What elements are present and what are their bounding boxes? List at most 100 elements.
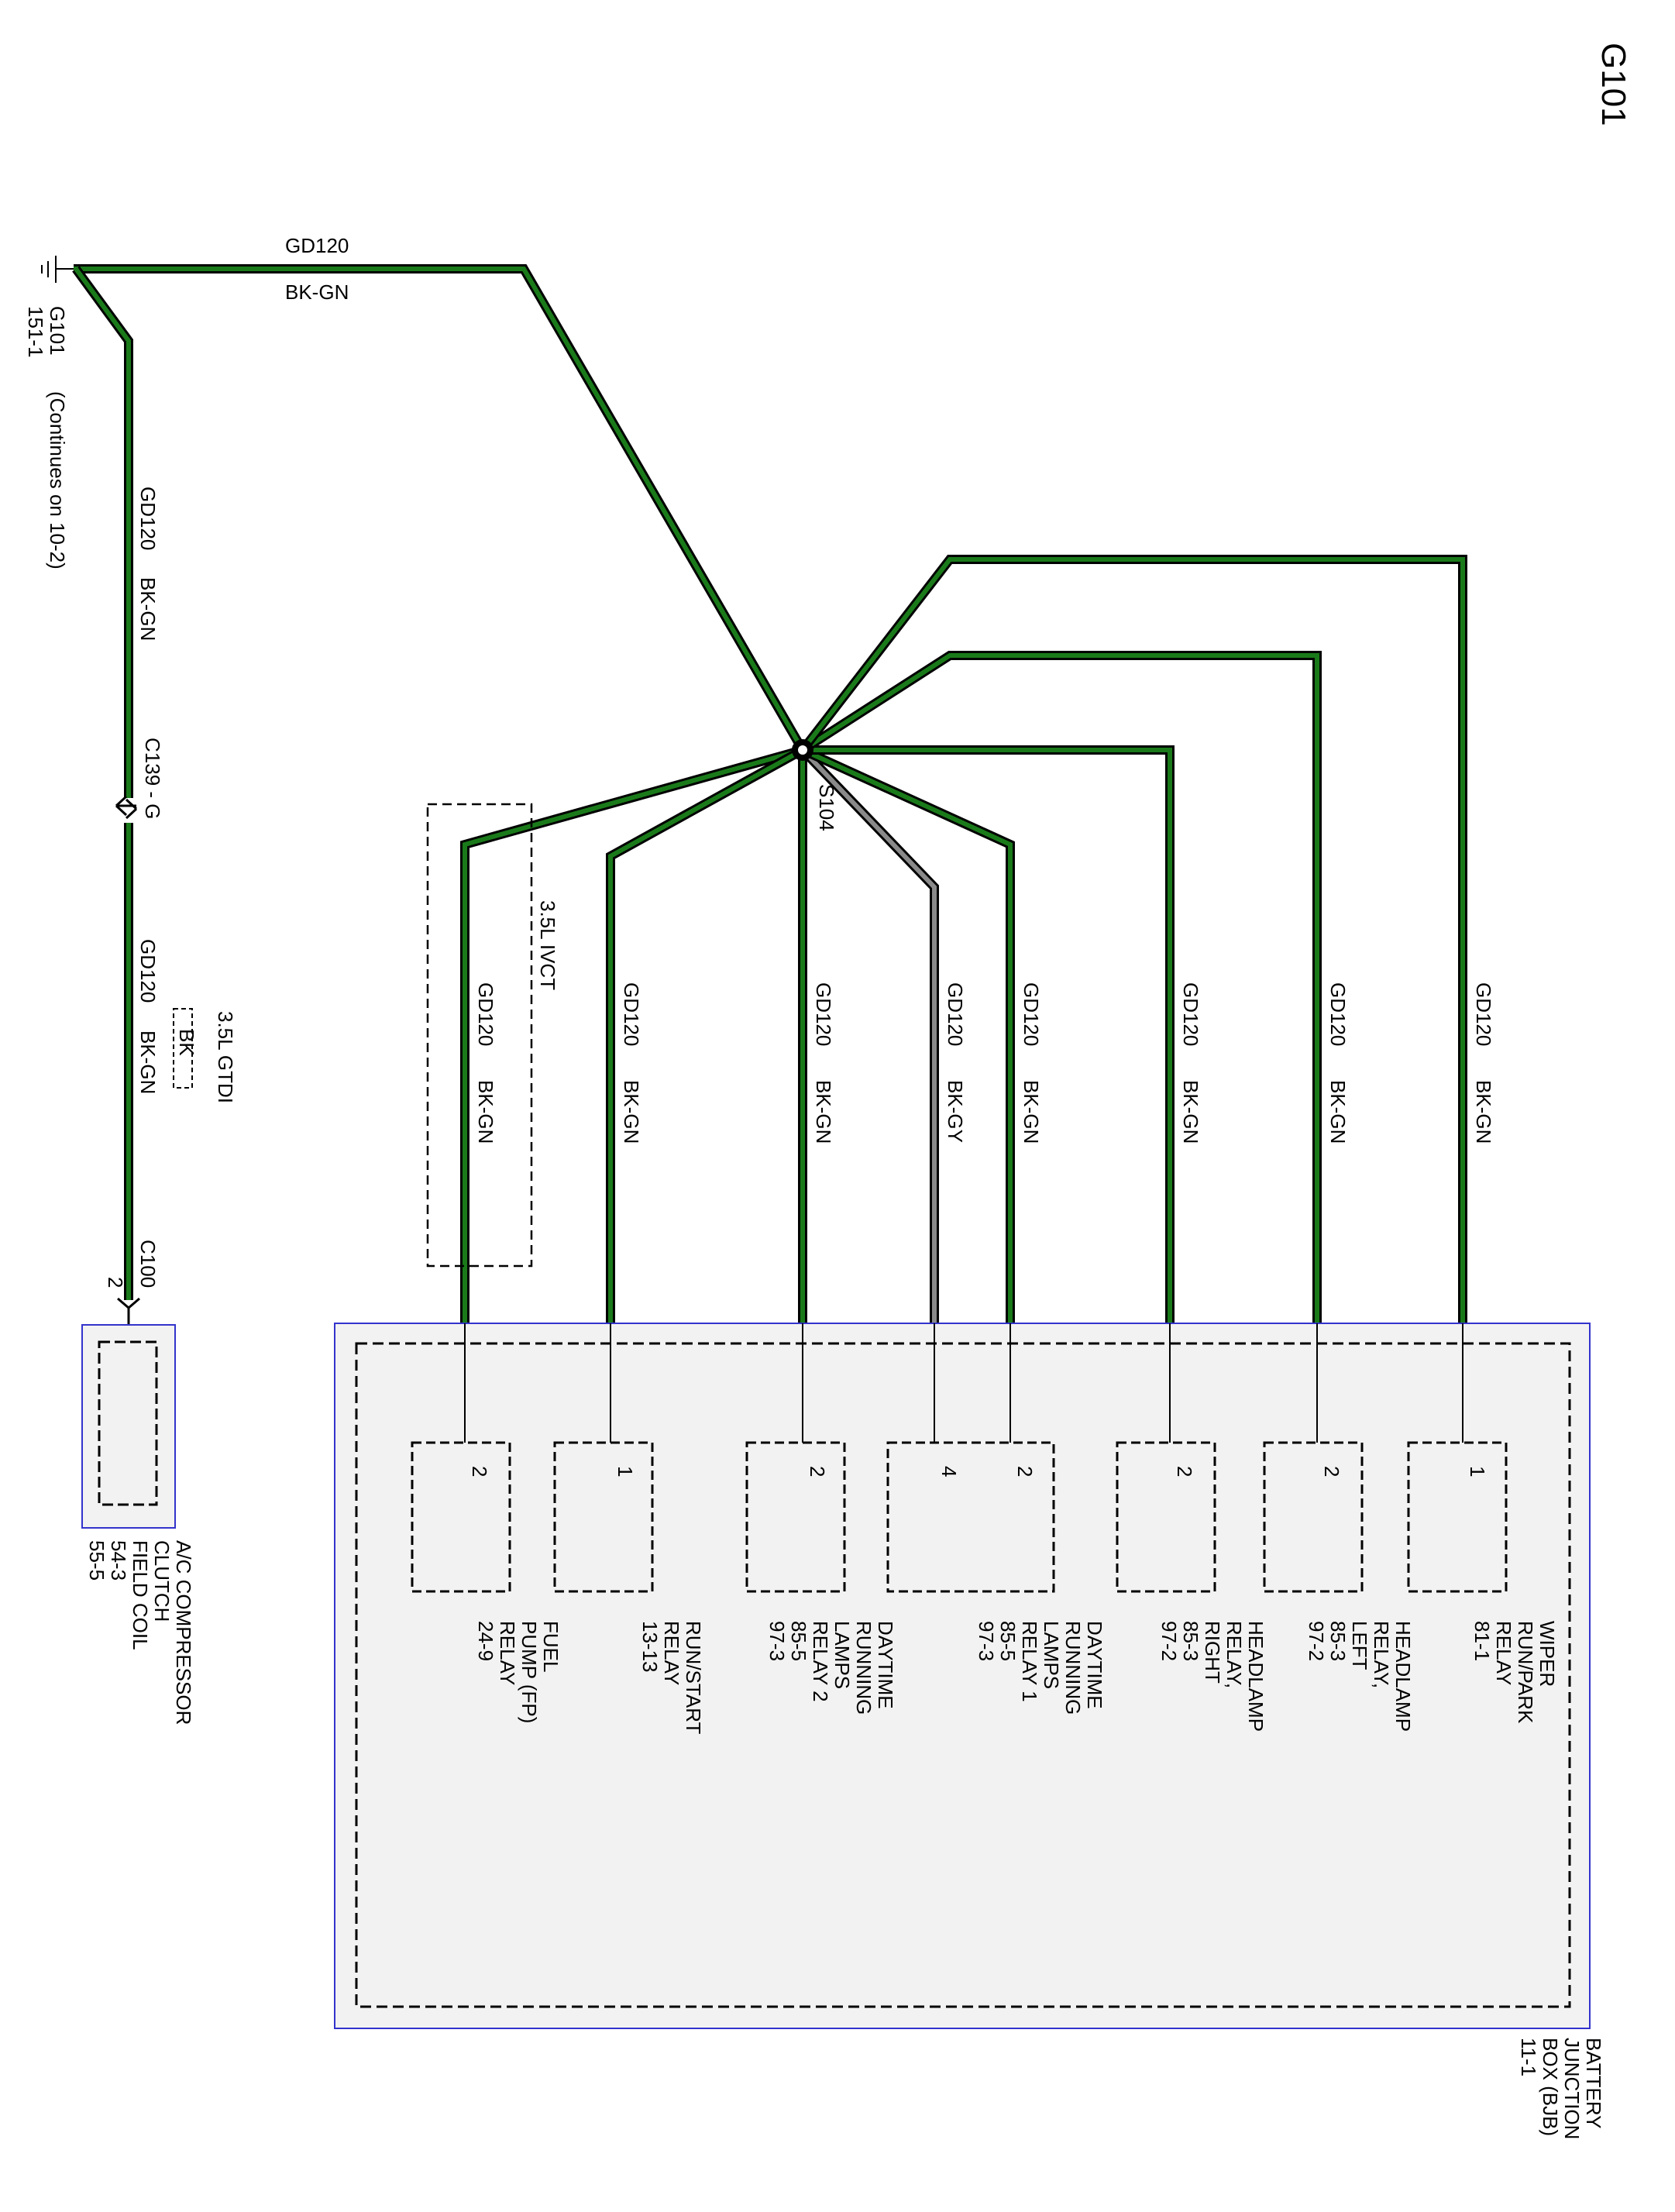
relay-7-label-line: RELAY	[1492, 1621, 1515, 1685]
relay-4-label-line: LAMPS	[1040, 1621, 1063, 1689]
relay-5-pin-2: 2	[1173, 1466, 1196, 1477]
wires	[72, 264, 1467, 1323]
branch-8-color: BK-GN	[1472, 1080, 1495, 1144]
relay-4-label-line: DAYTIME	[1083, 1621, 1106, 1709]
relay-5-box	[1116, 1441, 1216, 1593]
ac-compressor	[81, 1324, 176, 1529]
compressor-connector-symbol	[117, 1297, 140, 1326]
relay-4-label-line: RELAY 1	[1018, 1621, 1041, 1702]
relay-3-pin-2: 2	[806, 1466, 829, 1477]
branch-3-color: BK-GN	[812, 1080, 835, 1144]
branch-wire-4	[800, 748, 937, 1323]
relay-1-pin-2: 2	[468, 1466, 491, 1477]
branch-3-circuit: GD120	[812, 982, 835, 1046]
branch-2-color: BK-GN	[620, 1080, 643, 1144]
compressor-label-line: CLUTCH	[150, 1540, 174, 1622]
branch-2-circuit: GD120	[620, 982, 643, 1046]
variant-box-color: BK	[175, 1029, 198, 1056]
relay-6-label-line: 97-2	[1305, 1621, 1328, 1661]
relay-3-label-line: LAMPS	[831, 1621, 854, 1689]
relay-2-label-line: RUN/START	[682, 1621, 705, 1734]
relay-3-label-line: RUNNING	[852, 1621, 875, 1715]
relay-5-label-line: HEADLAMP	[1244, 1621, 1267, 1732]
top-ground-wire	[74, 267, 805, 752]
relay-4-pin-4: 4	[937, 1466, 961, 1477]
relay-5-label-line: 85-3	[1179, 1621, 1202, 1661]
variant-box-ivct	[426, 803, 533, 1268]
splice-s104	[792, 739, 813, 761]
bjb-label-line: JUNCTION	[1560, 2038, 1584, 2139]
ground-symbol	[41, 256, 74, 283]
relay-7-label-line: RUN/PARK	[1514, 1621, 1537, 1724]
relay-4-box	[886, 1441, 1055, 1593]
relay-3-box	[745, 1441, 846, 1593]
relay-4-label-line: RUNNING	[1061, 1621, 1085, 1715]
relay-5-label-line: 97-2	[1157, 1621, 1181, 1661]
branch-wire-7	[801, 653, 1319, 1323]
relay-2-label-line: 13-13	[638, 1621, 662, 1673]
relay-4-label-line: 97-3	[975, 1621, 998, 1661]
ground-ref: 151-1	[24, 306, 47, 358]
ground-note: (Continues on 10-2)	[46, 391, 69, 569]
relay-6-label-line: 85-3	[1326, 1621, 1350, 1661]
relay-1-label-line: RELAY	[496, 1621, 519, 1685]
compressor-label-line: A/C COMPRESSOR	[172, 1540, 195, 1725]
branch-7-circuit: GD120	[1326, 982, 1350, 1046]
branch-5-circuit: GD120	[1020, 982, 1043, 1046]
page-title: G101	[1594, 43, 1632, 126]
compressor-label-line: 54-3	[107, 1540, 130, 1581]
variant-box-engine: 3.5L GTDI	[214, 1011, 237, 1103]
branch-wire-8	[800, 557, 1465, 1323]
left-wire-upper-circuit: GD120	[136, 487, 160, 550]
relay-3-label-line: RELAY 2	[809, 1621, 832, 1702]
inline-connector-label: C139 - G	[141, 738, 164, 820]
branch-wire-6	[803, 748, 1172, 1323]
relay-3-label-line: 97-3	[765, 1621, 789, 1661]
relay-3-label-line: DAYTIME	[874, 1621, 897, 1709]
bjb-label-line: BOX (BJB)	[1539, 2038, 1562, 2136]
splice-label: S104	[815, 784, 838, 831]
variant-ivct-label: 3.5L IVCT	[536, 900, 559, 990]
branch-wire-1	[463, 748, 803, 1323]
left-wire-upper-outline	[72, 266, 133, 798]
compressor-connector-pin: 2	[104, 1277, 127, 1288]
relay-7-pin-1: 1	[1466, 1466, 1489, 1477]
ground-name: G101	[46, 306, 69, 356]
compressor-connector-name: C100	[136, 1240, 160, 1288]
left-wire-lower-circuit: GD120	[136, 939, 160, 1003]
top-ground-wire-outline	[74, 264, 807, 753]
branch-wire-2	[608, 748, 804, 1323]
branch-4-circuit: GD120	[944, 982, 967, 1046]
branch-5-color: BK-GN	[1020, 1080, 1043, 1144]
relay-2-pin-1: 1	[614, 1466, 637, 1477]
relay-6-label-line: HEADLAMP	[1391, 1621, 1415, 1732]
branch-4-color: BK-GY	[944, 1080, 967, 1143]
branch-1-circuit: GD120	[474, 982, 497, 1046]
top-wire-circuit: GD120	[285, 234, 349, 257]
relay-6-label-line: RELAY,	[1370, 1621, 1393, 1688]
left-wire-lower-color: BK-GN	[136, 1030, 160, 1094]
bjb-label-line: 11-1	[1517, 2038, 1540, 2076]
relay-2-box	[553, 1441, 654, 1593]
relay-5-label-line: RIGHT	[1201, 1621, 1224, 1684]
branch-7-color: BK-GN	[1326, 1080, 1350, 1144]
relay-1-label-line: 24-9	[474, 1621, 497, 1661]
relay-4-pin-2: 2	[1013, 1466, 1037, 1477]
left-wire-upper	[74, 267, 131, 798]
relay-7-label-line: 81-1	[1470, 1621, 1494, 1661]
relay-2-label-line: RELAY	[660, 1621, 683, 1685]
branch-wire-5	[801, 748, 1013, 1323]
relay-1-label-line: PUMP (FP)	[518, 1621, 541, 1723]
branch-8-circuit: GD120	[1472, 982, 1495, 1046]
compressor-label-line: FIELD COIL	[129, 1540, 152, 1650]
relay-6-pin-2: 2	[1320, 1466, 1343, 1477]
